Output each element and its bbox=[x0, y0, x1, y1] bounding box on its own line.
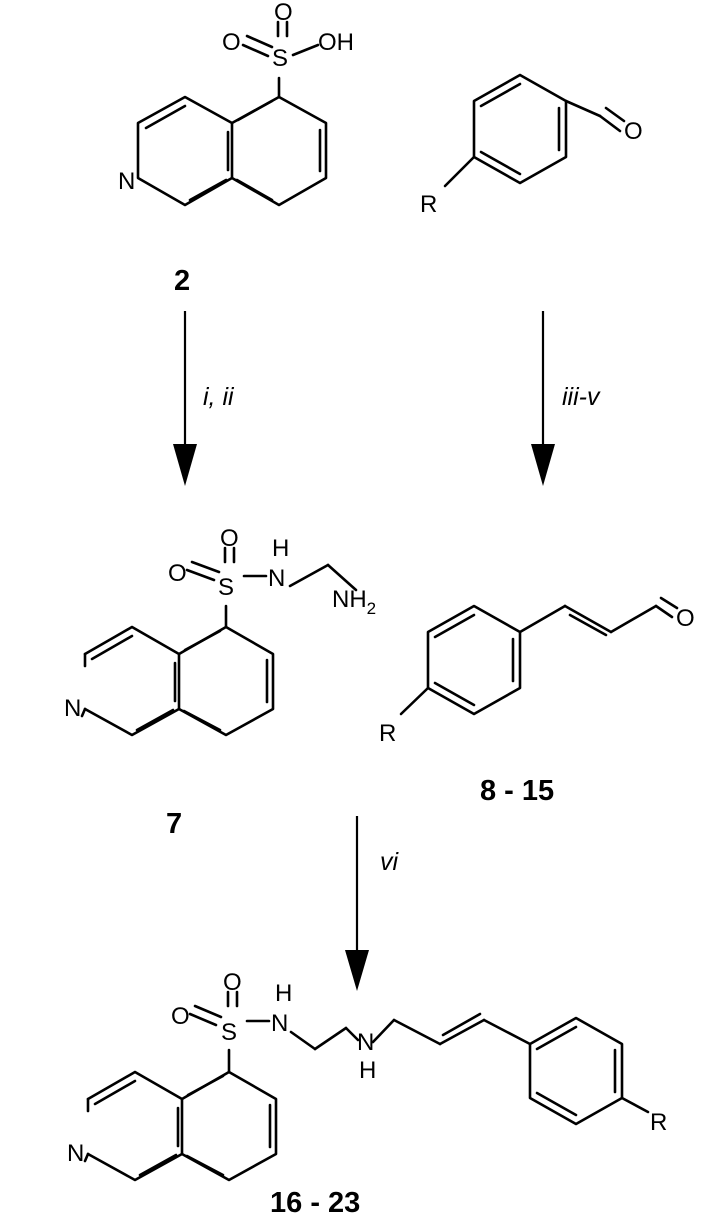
compound-16-23-amine-nitrogen-label: N bbox=[357, 1029, 374, 1056]
compound-16-23-structure bbox=[83, 990, 650, 1182]
compound-8-15-id: 8 - 15 bbox=[480, 775, 554, 807]
compound-7-sulfur-label: S bbox=[218, 574, 234, 601]
compound-7-amide-nitrogen-label: N bbox=[268, 565, 285, 592]
compound-2-id: 2 bbox=[174, 265, 190, 297]
compound-16-23-id: 16 - 23 bbox=[270, 1187, 360, 1219]
compound-7-nitrogen-label: N bbox=[64, 695, 81, 722]
arrow-step-vi bbox=[345, 816, 369, 991]
compound-16-23-oxygen-top-label: O bbox=[223, 969, 242, 996]
compound-2-nitrogen-label: N bbox=[118, 168, 135, 195]
compound-2-structure bbox=[136, 20, 328, 207]
compound-7-structure bbox=[80, 546, 358, 737]
compound-7-id: 7 bbox=[166, 808, 182, 840]
reagents-i-ii-label: i, ii bbox=[203, 383, 235, 411]
compound-7-amide-hydrogen-label: H bbox=[272, 535, 289, 562]
arrow-step-i-ii bbox=[173, 311, 197, 486]
compound-7-amine-label: NH2 bbox=[332, 586, 376, 618]
compound-8-15-structure bbox=[399, 596, 679, 716]
compound-8-15-oxygen-label: O bbox=[676, 605, 695, 632]
arrow-step-iii-v bbox=[531, 311, 555, 486]
compound-16-23-amide-hydrogen-label: H bbox=[275, 980, 292, 1007]
compound-2-oxygen-left-label: O bbox=[222, 29, 241, 56]
reagents-vi-label: vi bbox=[380, 848, 400, 876]
compound-2-oxygen-top-label: O bbox=[274, 0, 293, 26]
benzaldehyde-r-group-label: R bbox=[420, 191, 437, 218]
compound-16-23-amine-hydrogen-label: H bbox=[359, 1057, 376, 1084]
compound-16-23-nitrogen-label: N bbox=[67, 1140, 84, 1167]
benzaldehyde-structure bbox=[443, 73, 626, 188]
compound-2-hydroxyl-label: OH bbox=[318, 29, 354, 56]
compound-2-sulfur-label: S bbox=[272, 45, 288, 72]
compound-16-23-oxygen-left-label: O bbox=[171, 1003, 190, 1030]
reagents-iii-v-label: iii-v bbox=[562, 383, 601, 411]
benzaldehyde-oxygen-label: O bbox=[624, 118, 643, 145]
compound-7-oxygen-top-label: O bbox=[220, 525, 239, 552]
compound-16-23-r-group-label: R bbox=[650, 1109, 667, 1136]
compound-8-15-r-group-label: R bbox=[379, 720, 396, 747]
compound-16-23-amide-nitrogen-label: N bbox=[271, 1010, 288, 1037]
compound-7-oxygen-left-label: O bbox=[168, 560, 187, 587]
compound-16-23-sulfur-label: S bbox=[221, 1019, 237, 1046]
